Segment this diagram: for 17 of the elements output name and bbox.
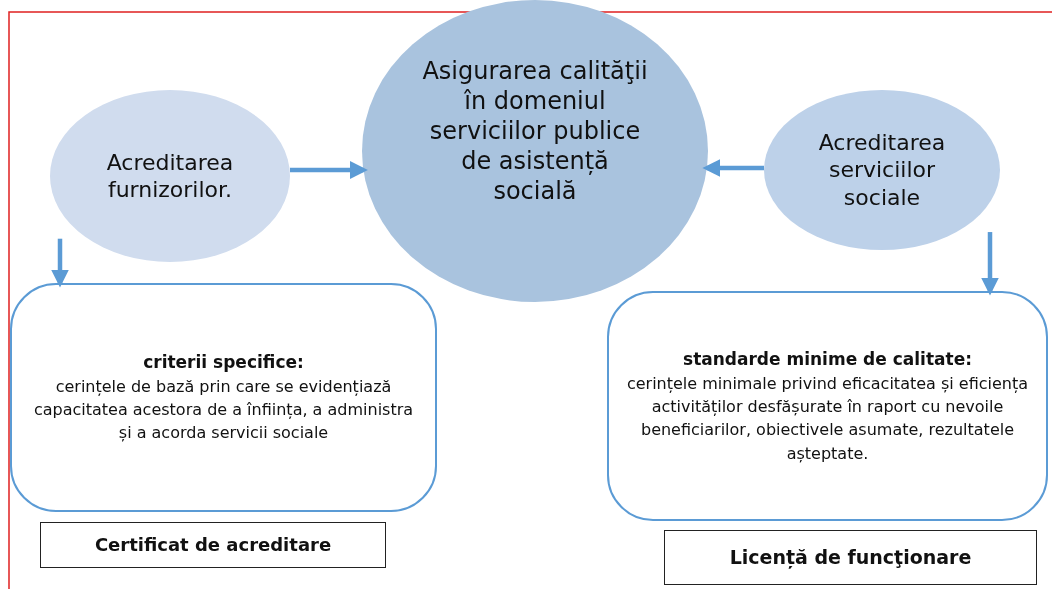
rounded-box [607,291,1048,521]
node-label: Licență de funcţionare [729,545,972,570]
node-label: Acreditarea serviciilor sociale [817,128,947,212]
box-description: cerințele de bază prin care se evidențiază capacitatea acestora de a înființa, a administra și a acorda servicii sociale [33,376,414,445]
arrow [290,161,368,179]
arrow [981,232,999,296]
node-label: Asigurarea calităţii în domeniul serviciilor publice de asistență socială [421,56,649,206]
box-heading: criterii specifice: [143,351,304,375]
result-box [40,522,386,568]
arrow [51,238,69,288]
arrow [702,159,764,177]
box-heading: standarde minime de calitate: [683,348,972,372]
node-label: Acreditarea furnizorilor. [105,148,235,204]
result-box [664,530,1037,585]
box-description: cerințele minimale privind eficacitatea și eficiența activităților desfășurate în raport cu nevoile beneficiarilor, obiectivele asumate, rezultatele așteptate. [625,372,1030,465]
rounded-box [10,283,437,512]
node-label: Certificat de acreditare [94,533,332,557]
